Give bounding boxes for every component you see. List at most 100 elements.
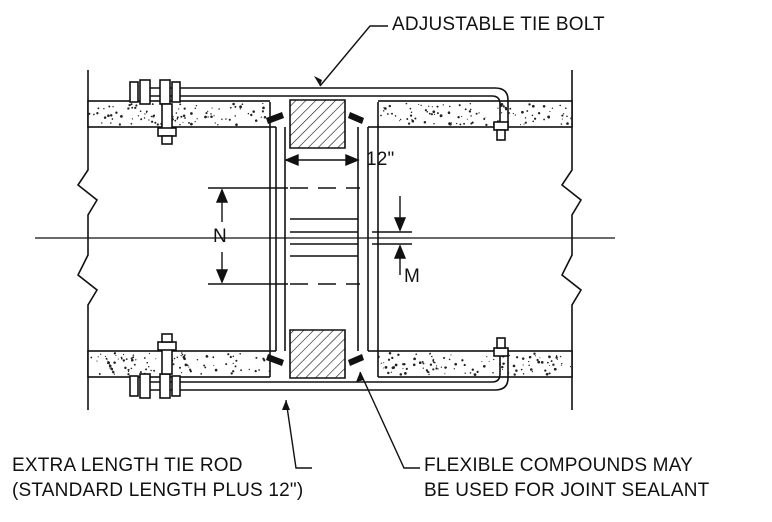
concrete-speckle bbox=[204, 115, 207, 119]
hidden-lines bbox=[290, 187, 360, 285]
bottom-collar bbox=[289, 329, 346, 379]
concrete-speckle bbox=[127, 107, 130, 110]
concrete-speckle bbox=[261, 110, 264, 113]
concrete-speckle bbox=[212, 356, 215, 359]
concrete-speckle bbox=[530, 368, 533, 371]
concrete-speckle bbox=[190, 122, 193, 126]
concrete-speckle bbox=[449, 105, 451, 108]
concrete-speckle bbox=[147, 365, 150, 368]
concrete-speckle bbox=[262, 106, 265, 110]
concrete-speckle bbox=[448, 358, 451, 361]
concrete-speckle bbox=[140, 118, 143, 121]
concrete-speckle bbox=[522, 373, 525, 375]
concrete-speckle bbox=[564, 107, 567, 110]
concrete-speckle bbox=[130, 122, 133, 125]
concrete-speckle bbox=[131, 358, 134, 362]
concrete-speckle bbox=[407, 122, 411, 125]
concrete-speckle bbox=[106, 359, 108, 361]
top-tie-bolt bbox=[129, 79, 509, 145]
bottom-tie-rod bbox=[129, 333, 509, 399]
concrete-speckle bbox=[485, 123, 488, 127]
tie-rod-label-line1: EXTRA LENGTH TIE ROD bbox=[12, 455, 243, 476]
concrete-speckle bbox=[418, 103, 420, 105]
concrete-speckle bbox=[469, 108, 472, 111]
concrete-speckle bbox=[531, 114, 534, 117]
concrete-speckle bbox=[211, 107, 213, 109]
concrete-speckle bbox=[181, 372, 183, 374]
concrete-speckle bbox=[107, 114, 110, 118]
concrete-speckle bbox=[227, 353, 230, 356]
concrete-speckle bbox=[150, 369, 152, 372]
concrete-speckle bbox=[181, 353, 184, 356]
concrete-speckle bbox=[443, 356, 446, 360]
concrete-speckle bbox=[552, 363, 555, 366]
concrete-speckle bbox=[156, 123, 159, 126]
concrete-speckle bbox=[96, 112, 99, 115]
concrete-speckle bbox=[214, 122, 216, 124]
concrete-speckle bbox=[260, 116, 262, 118]
concrete-speckle bbox=[113, 373, 116, 375]
concrete-speckle bbox=[196, 358, 199, 361]
concrete-speckle bbox=[113, 352, 117, 355]
concrete-speckle bbox=[225, 363, 228, 366]
concrete-speckle bbox=[543, 118, 545, 121]
concrete-speckle bbox=[213, 115, 215, 117]
concrete-speckle bbox=[247, 112, 250, 115]
concrete-speckle bbox=[561, 362, 563, 365]
concrete-speckle bbox=[475, 112, 478, 115]
concrete-speckle bbox=[560, 123, 563, 125]
concrete-speckle bbox=[98, 373, 101, 375]
adjustable-tie-bolt-label: ADJUSTABLE TIE BOLT bbox=[392, 14, 605, 35]
concrete-speckle bbox=[240, 369, 243, 372]
concrete-speckle bbox=[448, 122, 452, 126]
concrete-speckle bbox=[471, 121, 474, 124]
concrete-speckle bbox=[548, 355, 551, 359]
concrete-speckle bbox=[228, 118, 231, 121]
concrete-speckle bbox=[531, 370, 534, 373]
concrete-speckle bbox=[394, 115, 397, 117]
concrete-speckle bbox=[409, 107, 412, 110]
concrete-speckle bbox=[104, 355, 107, 358]
concrete-speckle bbox=[486, 356, 488, 358]
sealant-label-line2: BE USED FOR JOINT SEALANT bbox=[424, 480, 710, 501]
concrete-speckle bbox=[422, 362, 425, 365]
concrete-speckle bbox=[424, 109, 427, 112]
concrete-speckle bbox=[476, 370, 479, 374]
concrete-speckle bbox=[569, 365, 572, 368]
concrete-speckle bbox=[560, 364, 562, 366]
concrete-speckle bbox=[426, 110, 429, 113]
concrete-speckle bbox=[213, 364, 215, 366]
concrete-speckle bbox=[383, 367, 385, 369]
concrete-speckle bbox=[466, 118, 468, 120]
concrete-speckle bbox=[132, 356, 135, 359]
concrete-speckle bbox=[180, 355, 182, 357]
concrete-speckle bbox=[406, 118, 409, 120]
concrete-speckle bbox=[404, 372, 407, 375]
concrete-speckle bbox=[513, 373, 516, 376]
concrete-speckle bbox=[384, 366, 388, 369]
concrete-speckle bbox=[130, 103, 133, 106]
joint-sealant bbox=[266, 112, 364, 366]
concrete-speckle bbox=[512, 364, 516, 368]
concrete-speckle bbox=[139, 371, 142, 374]
concrete-speckle bbox=[188, 121, 190, 124]
concrete-speckle bbox=[415, 353, 418, 356]
dim-n bbox=[208, 187, 288, 285]
concrete-speckle bbox=[109, 367, 111, 369]
concrete-speckle bbox=[461, 359, 464, 362]
concrete-speckle bbox=[428, 105, 430, 107]
concrete-speckle bbox=[482, 364, 486, 368]
concrete-speckle bbox=[131, 106, 134, 109]
concrete-speckle bbox=[458, 104, 461, 107]
concrete-speckle bbox=[533, 352, 536, 355]
concrete-speckle bbox=[444, 366, 447, 369]
concrete-speckle bbox=[413, 357, 416, 361]
concrete-speckle bbox=[387, 113, 389, 115]
concrete-speckle bbox=[420, 104, 422, 106]
concrete-speckle bbox=[433, 123, 435, 125]
concrete-speckle bbox=[566, 122, 569, 125]
concrete-speckle bbox=[254, 119, 258, 122]
concrete-speckle bbox=[528, 103, 531, 106]
concrete-speckle bbox=[200, 373, 203, 375]
concrete-speckle bbox=[402, 368, 404, 370]
